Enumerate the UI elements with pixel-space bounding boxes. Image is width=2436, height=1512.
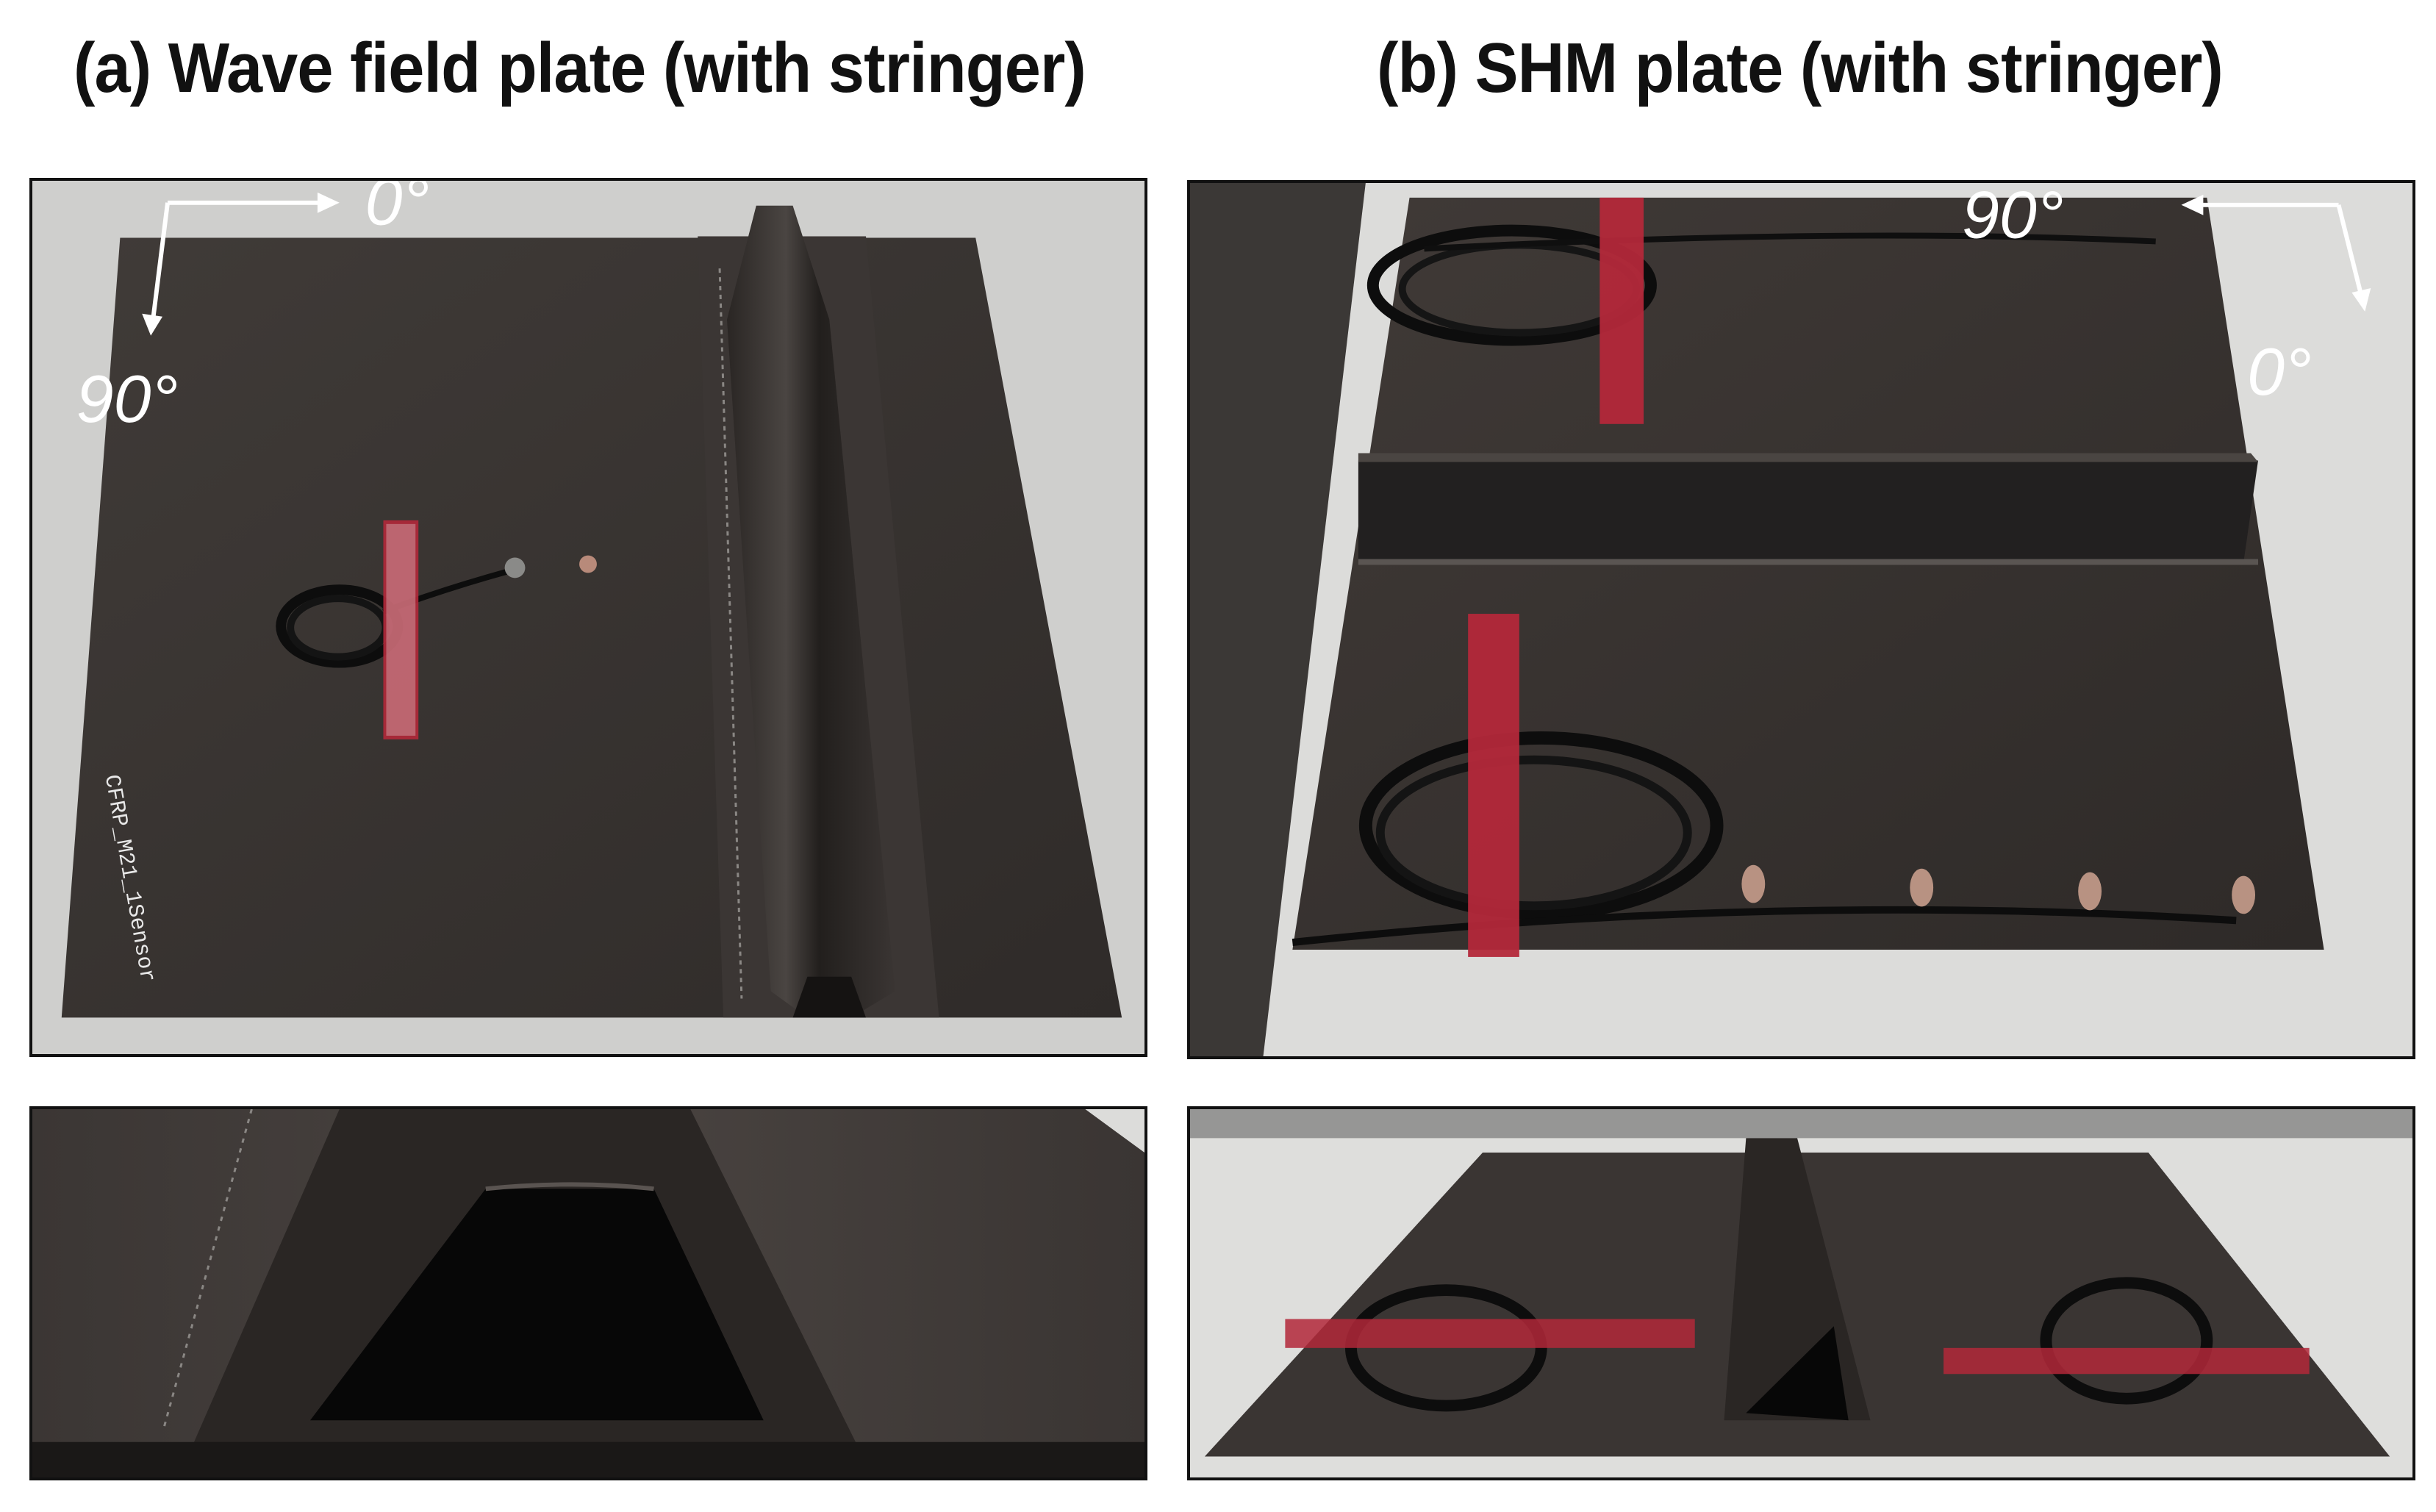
sensor-cable-bundle: [276, 520, 597, 739]
angle-90-label: 90°: [1962, 183, 2063, 252]
orientation-arrows: 0° 90°: [76, 181, 429, 437]
photo-shm-plate-side: [1187, 1106, 2415, 1480]
angle-0-label: 0°: [365, 181, 429, 240]
panel-a-title: (a) Wave field plate (with stringer): [74, 29, 1086, 107]
angle-90-label: 90°: [76, 362, 178, 437]
stringer: [727, 205, 895, 1018]
photo-wave-field-plate-top: 0° 90° CFRP_M21_1Sensor: [29, 178, 1147, 1057]
stringer-opening: [310, 1189, 764, 1421]
angle-0-label: 0°: [2247, 334, 2312, 409]
plate: [61, 237, 1122, 1018]
panel-b-title: (b) SHM plate (with stringer): [1377, 29, 2224, 107]
stringer: [1358, 460, 2259, 563]
plate: [1292, 197, 2324, 950]
stringer-closeup-photo: [32, 1109, 1144, 1477]
cable-bundle-top: [1366, 197, 2156, 424]
shm-side-photo: [1190, 1109, 2412, 1477]
shm-plate-photo: 90° 0°: [1190, 183, 2412, 1056]
wave-field-plate-photo: 0° 90° CFRP_M21_1Sensor: [32, 181, 1144, 1054]
photo-wave-field-stringer-closeup: [29, 1106, 1147, 1480]
photo-shm-plate-top: 90° 0°: [1187, 180, 2415, 1059]
cable-bundle-bottom: [1292, 614, 2256, 957]
orientation-arrows: 90° 0°: [1962, 183, 2371, 409]
